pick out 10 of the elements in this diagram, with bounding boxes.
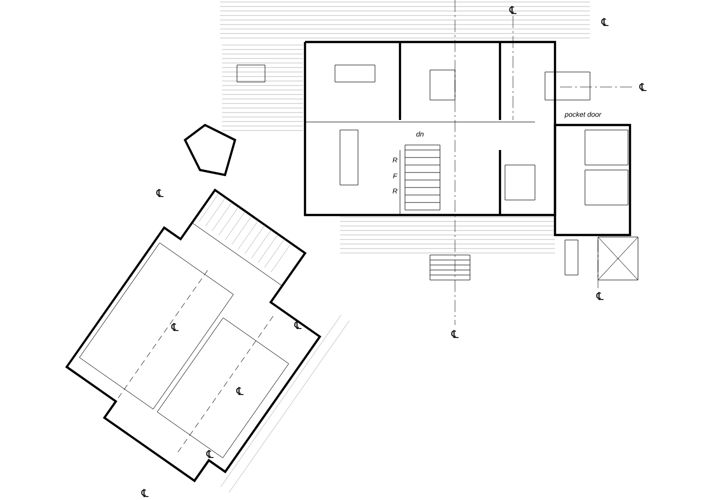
centerline-mark: ℄ xyxy=(596,292,604,300)
centerline-mark: ℄ xyxy=(451,330,458,338)
centerline-mark: ℄ xyxy=(509,6,516,14)
centerline-mark: ℄ xyxy=(639,83,646,91)
centerline-mark: ℄ xyxy=(601,18,608,26)
centerline-mark: ℄ xyxy=(156,189,164,197)
centerline-mark: ℄ xyxy=(206,450,214,458)
centerline-mark: ℄ xyxy=(171,323,178,331)
centerline-mark: ℄ xyxy=(141,488,148,497)
centerline-mark: ℄ xyxy=(236,387,244,395)
